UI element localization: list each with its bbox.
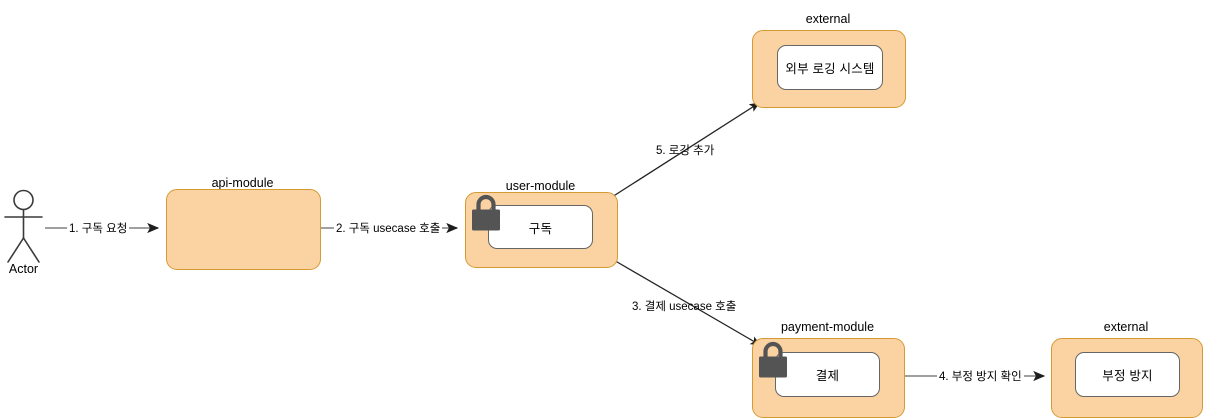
usecase-label-payment: 결제 [815, 369, 840, 383]
edge-label-2: 2. 구독 usecase 호출 [334, 220, 443, 236]
usecase-box-subscription[interactable]: 구독 [488, 205, 593, 249]
actor-label: Actor [8, 262, 39, 276]
node-external-logging[interactable]: external 외부 로깅 시스템 [752, 12, 906, 108]
actor-stick-figure [4, 189, 43, 263]
usecase-label-external-logging: 외부 로깅 시스템 [785, 62, 875, 76]
node-api-module[interactable]: api-module [166, 176, 321, 270]
edge-label-1: 1. 구독 요청 [67, 220, 130, 236]
edge-label-5: 5. 로깅 추가 [656, 145, 715, 157]
module-body-api-module[interactable] [166, 189, 321, 270]
edge-5-user-module-to-external-logging [611, 102, 760, 198]
edge-label-3: 3. 결제 usecase 호출 [632, 301, 737, 313]
node-title-external-fraud: external [1103, 320, 1149, 334]
module-body-external-fraud[interactable]: 부정 방지 [1051, 338, 1203, 418]
node-payment-module[interactable]: payment-module 결제 [752, 320, 905, 418]
usecase-box-payment[interactable]: 결제 [775, 352, 880, 397]
edge-3-user-module-to-payment-module [611, 258, 761, 346]
module-body-payment-module[interactable]: 결제 [752, 338, 905, 418]
actor-label-wrap: Actor [0, 262, 47, 278]
node-external-fraud[interactable]: external 부정 방지 [1051, 320, 1203, 418]
usecase-label-subscription: 구독 [528, 221, 553, 236]
module-body-external-logging[interactable]: 외부 로깅 시스템 [752, 30, 906, 108]
module-body-user-module[interactable]: 구독 [465, 192, 618, 268]
edge-label-4: 4. 부정 방지 확인 [937, 368, 1024, 384]
node-title-api-module: api-module [211, 176, 274, 190]
node-user-module[interactable]: user-module 구독 [465, 179, 618, 268]
usecase-box-fraud[interactable]: 부정 방지 [1075, 352, 1180, 397]
lock-icon [759, 341, 787, 378]
node-title-user-module: user-module [505, 179, 576, 193]
usecase-label-fraud: 부정 방지 [1102, 369, 1153, 383]
lock-icon [472, 194, 500, 231]
node-title-external-logging: external [805, 12, 851, 26]
node-title-payment-module: payment-module [780, 320, 875, 334]
usecase-box-external-logging[interactable]: 외부 로깅 시스템 [777, 45, 883, 90]
